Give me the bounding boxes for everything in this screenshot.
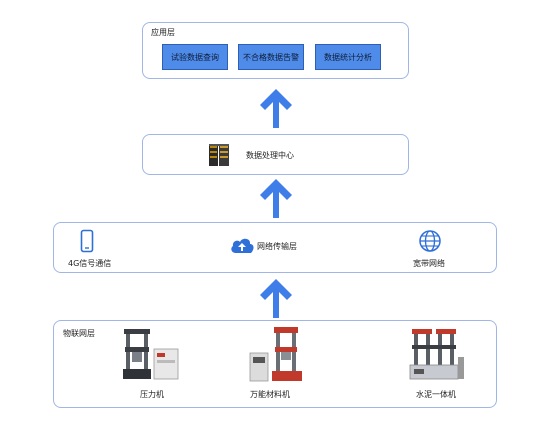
machine-label-universal: 万能材料机 (250, 390, 290, 399)
test-data-query-button[interactable]: 试验数据查询 (162, 44, 228, 70)
network-layer-label: 网络传输层 (257, 242, 297, 251)
network-layer: 4G信号通信 网络传输层 宽带网络 (53, 222, 497, 273)
universal-testing-machine-image (249, 327, 302, 382)
up-arrow-icon (260, 179, 292, 218)
cloud-upload-icon (231, 238, 254, 253)
up-arrow-icon (260, 89, 292, 128)
press-machine-image (123, 329, 179, 380)
iot-layer-title: 物联网层 (63, 329, 95, 338)
globe-icon (419, 230, 441, 252)
app-layer: 应用层 试验数据查询 不合格数据告警 数据统计分析 (142, 22, 409, 79)
phone-icon (80, 229, 94, 253)
data-center-box: 数据处理中心 (142, 134, 409, 175)
iot-layer: 物联网层 压力机 万能材料机 水泥一体机 (53, 320, 497, 408)
server-icon (209, 144, 229, 166)
data-center-label: 数据处理中心 (246, 151, 294, 160)
app-layer-title: 应用层 (151, 28, 175, 37)
cement-machine-image (409, 329, 464, 380)
data-statistics-button[interactable]: 数据统计分析 (315, 44, 381, 70)
machine-label-press: 压力机 (140, 390, 164, 399)
up-arrow-icon (260, 279, 292, 318)
4g-signal-label: 4G信号通信 (68, 259, 112, 268)
unqualified-data-alarm-button[interactable]: 不合格数据告警 (238, 44, 304, 70)
broadband-label: 宽带网络 (413, 259, 445, 268)
machine-label-cement: 水泥一体机 (416, 390, 456, 399)
